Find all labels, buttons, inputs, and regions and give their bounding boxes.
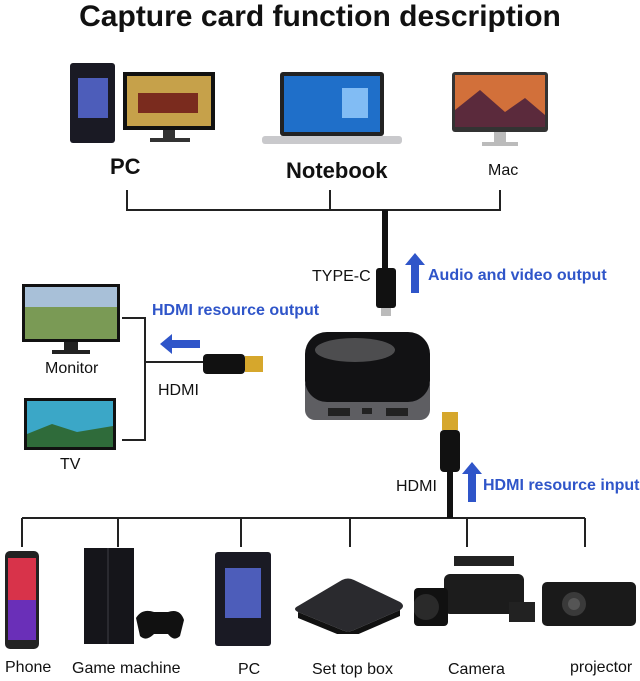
monitor-label: Monitor <box>45 360 99 377</box>
hdmi-in-plug-icon <box>438 412 462 474</box>
typec-plug-icon <box>376 268 396 318</box>
hdmi-out-plug-icon <box>203 352 265 376</box>
monitor-icon <box>20 282 122 356</box>
arrow-up-icon <box>405 253 425 293</box>
phone-icon <box>4 550 40 650</box>
page-title: Capture card function description <box>79 0 561 33</box>
hdmi-resource-input-label: HDMI resource input <box>483 477 640 494</box>
arrow-up-icon <box>462 462 482 502</box>
projector-icon <box>540 574 638 630</box>
camera-icon <box>413 552 538 638</box>
audio-video-output-label: Audio and video output <box>428 267 607 284</box>
pc-label: PC <box>110 154 141 179</box>
game-machine-label: Game machine <box>72 660 181 677</box>
hdmi-out-label: HDMI <box>158 382 199 399</box>
typec-label: TYPE-C <box>312 268 371 285</box>
phone-label: Phone <box>5 659 52 676</box>
mac-icon <box>450 70 550 150</box>
projector-label: projector <box>570 659 633 676</box>
pc-tower-icon <box>213 550 273 648</box>
hdmi-in-label: HDMI <box>396 478 437 495</box>
pc-tower-and-monitor-icon <box>68 58 218 148</box>
game-machine-icon <box>84 546 184 646</box>
set-top-box-icon <box>290 576 406 636</box>
capture-card-icon <box>300 330 435 425</box>
arrow-left-icon <box>160 334 200 354</box>
mac-label: Mac <box>488 162 519 179</box>
hdmi-resource-output-label: HDMI resource output <box>152 302 320 319</box>
set-top-box-label: Set top box <box>312 661 393 678</box>
tv-label: TV <box>60 456 81 473</box>
tv-icon <box>22 396 118 454</box>
notebook-label: Notebook <box>286 158 388 183</box>
notebook-icon <box>262 70 402 148</box>
camera-label: Camera <box>448 661 505 678</box>
input-pc-label: PC <box>238 661 261 678</box>
